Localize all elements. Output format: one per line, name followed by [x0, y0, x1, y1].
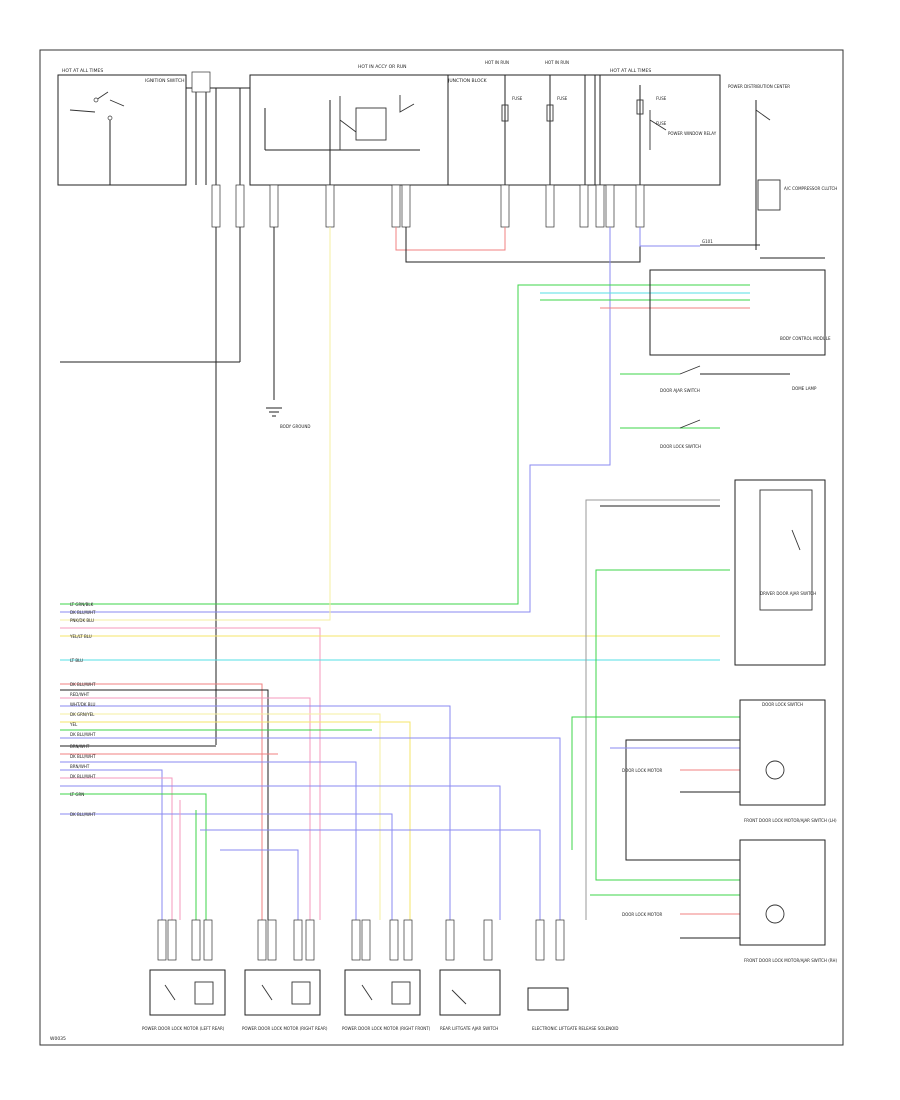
label-body-ground: BODY GROUND	[280, 424, 310, 429]
label-fuse-1: FUSE	[512, 96, 523, 101]
wire-label-9: YEL	[69, 722, 78, 727]
label-motor-rh: DOOR LOCK MOTOR	[622, 912, 663, 917]
label-bottom-4: ELECTRONIC LIFTGATE RELEASE SOLENOID	[532, 1026, 619, 1031]
label-power-distribution: POWER DISTRIBUTION CENTER	[728, 84, 790, 89]
power-distribution-box	[584, 74, 721, 186]
ignition-switch-box	[57, 74, 187, 186]
label-hot-all-times-2: HOT AT ALL TIMES	[610, 68, 651, 74]
junction-switch	[399, 95, 415, 113]
label-bottom-3: REAR LIFTGATE AJAR SWITCH	[440, 1026, 498, 1031]
diagram-frame	[39, 49, 844, 1046]
label-ignition-switch: IGNITION SWITCH	[145, 78, 185, 84]
junction-relay-contact	[339, 96, 357, 150]
wire-label-0: LT GRN/BLK	[70, 602, 94, 607]
junction-relay-coil	[355, 107, 387, 141]
front-door-rh-box	[739, 839, 826, 946]
label-compressor-clutch: A/C COMPRESSOR CLUTCH	[784, 186, 837, 191]
wire-label-6: RED/WHT	[70, 692, 90, 697]
wire-label-1: DK BLU/WHT	[70, 610, 96, 615]
power-relay	[649, 110, 667, 150]
label-switch-1: DOOR AJAR SWITCH	[660, 388, 700, 393]
wire-label-2: PNK/DK BLU	[70, 618, 94, 623]
label-relay: POWER WINDOW RELAY	[668, 131, 717, 136]
label-fuse-3: FUSE	[656, 96, 667, 101]
label-bottom-0: POWER DOOR LOCK MOTOR (LEFT REAR)	[142, 1026, 225, 1031]
motor-right-rear-box	[244, 969, 321, 1016]
wire-label-10: DK BLU/WHT	[70, 732, 96, 737]
motor-left-rear-box	[149, 969, 226, 1016]
wire-label-5: DK BLU/WHT	[70, 682, 96, 687]
label-module: BODY CONTROL MODULE	[780, 336, 831, 341]
label-front-door-lh: FRONT DOOR LOCK MOTOR/AJAR SWITCH (LH)	[744, 818, 837, 823]
label-motor-lh: DOOR LOCK MOTOR	[622, 768, 663, 773]
bottom-connectors	[157, 919, 565, 961]
label-front-door-rh: FRONT DOOR LOCK MOTOR/AJAR SWITCH (RH)	[744, 958, 838, 963]
label-fuse-4: FUSE	[656, 121, 667, 126]
left-wire-labels: LT GRN/BLK DK BLU/WHT PNK/DK BLU YEL/LT …	[69, 602, 96, 817]
switch-contact-1	[679, 365, 701, 375]
label-switch-2: DOOR LOCK SWITCH	[660, 444, 701, 449]
label-hot-run-1: HOT IN RUN	[485, 60, 509, 65]
compressor-clutch	[757, 179, 781, 211]
label-hot-accy-run: HOT IN ACCY OR RUN	[358, 64, 407, 70]
label-driver-door: DRIVER DOOR AJAR SWITCH	[760, 591, 816, 596]
top-section: HOT AT ALL TIMES IGNITION SWITCH HOT IN …	[57, 60, 837, 745]
motor-rh-symbol	[765, 904, 785, 924]
wire-label-7: WHT/DK BLU	[70, 702, 96, 707]
label-ground-ref: G101	[702, 239, 713, 244]
label-bottom-1: POWER DOOR LOCK MOTOR (RIGHT REAR)	[242, 1026, 328, 1031]
wire-label-16: DK BLU/WHT	[70, 812, 96, 817]
bottom-components: POWER DOOR LOCK MOTOR (LEFT REAR) POWER …	[142, 969, 619, 1031]
label-lock-switch-lh: DOOR LOCK SWITCH	[762, 702, 803, 707]
wire-label-8: DK GRN/YEL	[70, 712, 95, 717]
wire-label-4: LT BLU	[70, 658, 83, 663]
label-junction-block: JUNCTION BLOCK	[447, 78, 488, 84]
liftgate-switch-box	[439, 969, 501, 1016]
label-dome-lamp: DOME LAMP	[792, 386, 817, 391]
label-bottom-2: POWER DOOR LOCK MOTOR (RIGHT FRONT)	[342, 1026, 431, 1031]
body-control-module	[649, 269, 826, 356]
top-connector-pins	[211, 184, 645, 228]
motor-lh-symbol	[765, 760, 785, 780]
wire-label-14: DK BLU/WHT	[70, 774, 96, 779]
wire-runs	[60, 227, 790, 939]
wire-label-13: BRN/WHT	[70, 764, 90, 769]
footer-code: W0035	[50, 1036, 66, 1042]
motor-right-front-box	[344, 969, 421, 1016]
ground-symbol	[266, 407, 282, 417]
wire-label-3: YEL/LT BLU	[69, 634, 92, 639]
wire-label-15: LT GRN	[70, 792, 84, 797]
driver-door-switch-box	[734, 479, 826, 666]
label-fuse-2: FUSE	[557, 96, 568, 101]
wire-label-11: BRN/WHT	[70, 744, 90, 749]
ignition-switch-contacts	[69, 91, 125, 113]
label-hot-all-times-1: HOT AT ALL TIMES	[62, 68, 103, 74]
front-door-lh-box	[739, 699, 826, 806]
switch-contact-2	[679, 419, 701, 429]
label-hot-run-2: HOT IN RUN	[545, 60, 569, 65]
wire-label-12: DK BLU/WHT	[70, 754, 96, 759]
right-components: BODY CONTROL MODULE DOOR AJAR SWITCH DOO…	[622, 269, 838, 963]
liftgate-solenoid-box	[527, 987, 569, 1011]
junction-block-box	[249, 74, 596, 186]
